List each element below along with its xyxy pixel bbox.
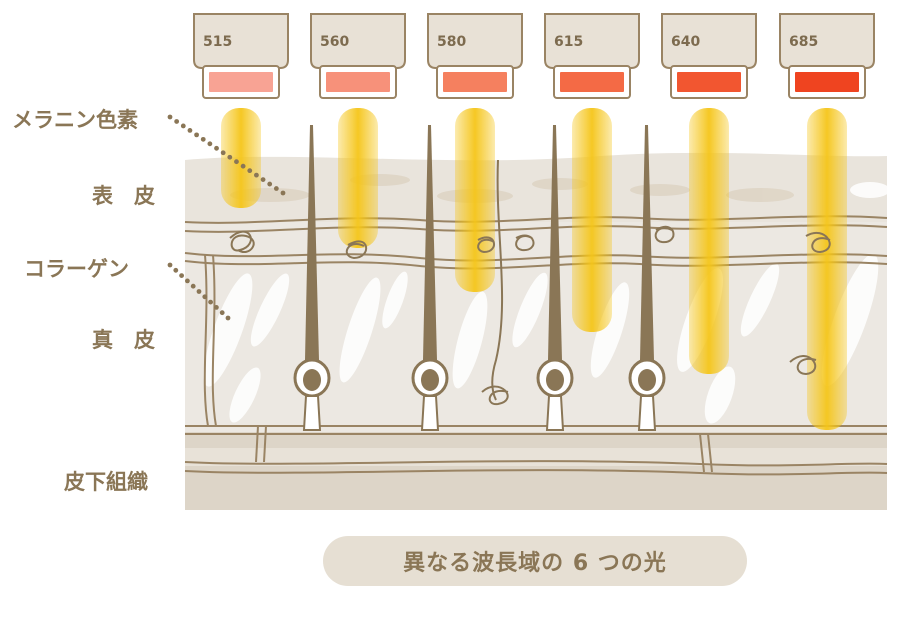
light-beam-615 [572, 108, 612, 332]
dermis-label: 真 皮 [92, 328, 155, 352]
light-beam-640 [689, 108, 729, 374]
collagen-pointer [167, 262, 231, 321]
hair-4 [628, 125, 666, 431]
light-beam-515 [221, 108, 261, 208]
caption-text: 異なる波長域の 6 つの光 [403, 551, 667, 576]
light-beam-580 [455, 108, 495, 292]
hair-1 [293, 125, 331, 431]
filter-color-560 [326, 72, 390, 92]
wavelength-label-580: 580 [437, 34, 466, 50]
skin-layers [185, 152, 887, 510]
wavelength-label-560: 560 [320, 34, 349, 50]
collagen-coils [229, 159, 831, 406]
wavelength-label-615: 615 [554, 34, 583, 50]
light-beam-685 [807, 108, 847, 430]
hair-follicles [293, 125, 666, 431]
light-beam-560 [338, 108, 378, 248]
light-beams [221, 108, 847, 430]
filter-color-515 [209, 72, 273, 92]
wavelength-label-515: 515 [203, 34, 232, 50]
light-device-560: 560 [310, 13, 406, 99]
melanin-pointer [167, 114, 286, 196]
light-device-615: 615 [544, 13, 640, 99]
collagen-label: コラーゲン [24, 257, 129, 281]
filter-color-580 [443, 72, 507, 92]
subcutaneous-label: 皮下組織 [64, 470, 148, 494]
filter-color-640 [677, 72, 741, 92]
light-device-640: 640 [661, 13, 757, 99]
dermis-streaks [203, 182, 887, 424]
wavelength-label-640: 640 [671, 34, 700, 50]
wavelength-label-685: 685 [789, 34, 818, 50]
layer-lines [184, 215, 888, 476]
dermis-band [185, 222, 887, 434]
filter-color-685 [795, 72, 859, 92]
caption-pill: 異なる波長域の 6 つの光 [323, 536, 747, 586]
light-device-685: 685 [779, 13, 875, 99]
light-devices: 515 560 580 615 640 685 [193, 13, 875, 99]
epidermis-label: 表 皮 [92, 184, 155, 208]
hair-2 [411, 125, 449, 431]
hair-3 [536, 125, 574, 431]
light-device-580: 580 [427, 13, 523, 99]
melanin-label: メラニン色素 [12, 108, 138, 132]
filter-color-615 [560, 72, 624, 92]
light-device-515: 515 [193, 13, 289, 99]
